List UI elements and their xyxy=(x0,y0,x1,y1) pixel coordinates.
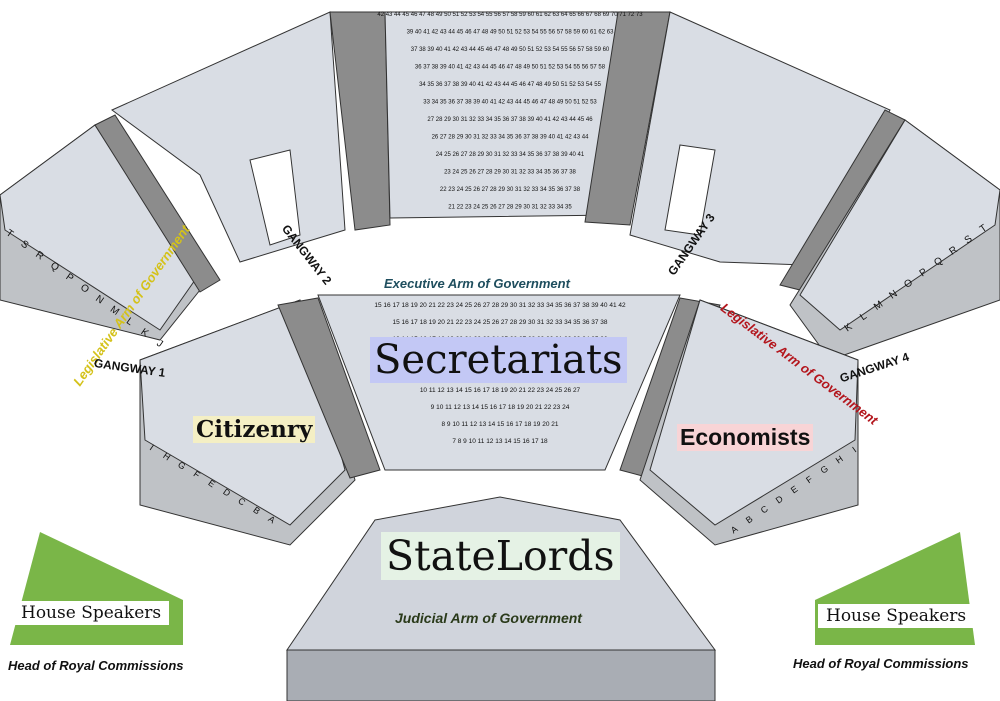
row-letter: L xyxy=(124,316,135,328)
seat-row-upper-center: 22 23 24 25 26 27 28 29 30 31 32 33 34 3… xyxy=(440,187,581,193)
row-letter: A xyxy=(266,514,277,526)
row-letter: C xyxy=(759,503,770,515)
row-letter: I xyxy=(148,443,156,453)
row-letter: I xyxy=(850,445,858,455)
seat-row-lower-center: 9 10 11 12 13 14 15 16 17 18 19 20 21 22… xyxy=(431,404,570,411)
judicial-arm-label: Judicial Arm of Government xyxy=(395,610,582,626)
upper-left-seats-a xyxy=(0,124,196,331)
gangway-2-gap xyxy=(249,149,301,246)
stairs-right-2[interactable] xyxy=(584,11,671,226)
seat-row-upper-center: 23 24 25 26 27 28 29 30 31 32 33 34 35 3… xyxy=(444,170,576,176)
row-letter: D xyxy=(774,493,785,505)
row-letter: D xyxy=(221,487,232,499)
lower-left-seats xyxy=(139,299,346,526)
row-letter: F xyxy=(192,469,203,481)
royal-commissions-right-caption: Head of Royal Commissions xyxy=(793,656,969,671)
row-letter: F xyxy=(804,474,815,486)
row-letter: H xyxy=(161,451,172,463)
seat-row-lower-center: 15 16 17 18 19 20 21 22 23 24 25 26 27 2… xyxy=(392,319,607,326)
seat-row-upper-center: 26 27 28 29 30 31 32 33 34 35 36 37 38 3… xyxy=(432,135,589,141)
executive-arm-label: Executive Arm of Government xyxy=(384,276,570,291)
seat-row-upper-center: 34 35 36 37 38 39 40 41 42 43 44 45 46 4… xyxy=(419,82,601,88)
row-letter: L xyxy=(858,311,869,323)
statelords-label: StateLords xyxy=(381,532,620,580)
upper-right-seats-a xyxy=(799,119,1000,331)
row-letter: H xyxy=(834,454,845,466)
gangway-3-gap xyxy=(664,144,716,236)
row-letter: E xyxy=(206,478,217,490)
row-letter: A xyxy=(729,524,740,536)
row-letter: G xyxy=(176,459,187,471)
seat-row-upper-center: 37 38 39 40 41 42 43 44 45 46 47 48 49 5… xyxy=(411,47,610,53)
secretariats-label: Secretariats xyxy=(370,337,627,383)
economists-label: Economists xyxy=(677,424,814,451)
citizenry-label: Citizenry xyxy=(193,416,316,443)
row-letter: G xyxy=(819,463,830,475)
seat-row-lower-center: 10 11 12 13 14 15 16 17 18 19 20 21 22 2… xyxy=(420,387,581,394)
seat-row-upper-center: 42 43 44 45 46 47 48 49 50 51 52 53 54 5… xyxy=(377,12,643,18)
stairs-left-2[interactable] xyxy=(329,11,391,231)
row-letter: T xyxy=(978,223,989,236)
seat-row-upper-center: 21 22 23 24 25 26 27 28 29 30 31 32 33 3… xyxy=(448,205,572,211)
seat-row-upper-center: 39 40 41 42 43 44 45 46 47 48 49 50 51 5… xyxy=(407,30,615,36)
seat-row-upper-center: 27 28 29 30 31 32 33 34 35 36 37 38 39 4… xyxy=(427,117,593,123)
row-letter: J xyxy=(154,338,164,350)
lower-right-seats xyxy=(649,299,859,526)
row-letter: T xyxy=(4,228,15,241)
stairs-lower-left[interactable] xyxy=(277,297,381,479)
seat-row-upper-center: 33 34 35 36 37 38 39 40 41 42 43 44 45 4… xyxy=(423,100,597,106)
house-speakers-left-label: House Speakers xyxy=(13,601,170,625)
stage-front xyxy=(286,649,716,701)
row-letter: E xyxy=(789,484,800,496)
seat-row-upper-center: 24 25 26 27 28 29 30 31 32 33 34 35 36 3… xyxy=(436,152,585,158)
seat-row-upper-center: 36 37 38 39 40 41 42 43 44 45 46 47 48 4… xyxy=(415,65,606,71)
house-speakers-right-label: House Speakers xyxy=(818,604,975,628)
speaker-left-wedge xyxy=(10,532,183,645)
row-letter: B xyxy=(251,505,262,517)
speaker-right-wedge xyxy=(815,532,975,645)
seat-row-lower-center: 8 9 10 11 12 13 14 15 16 17 18 19 20 21 xyxy=(442,421,559,428)
row-letter: B xyxy=(744,514,755,526)
royal-commissions-left-caption: Head of Royal Commissions xyxy=(8,658,184,673)
row-letter: C xyxy=(236,496,247,508)
seat-row-lower-center: 15 16 17 18 19 20 21 22 23 24 25 26 27 2… xyxy=(374,302,626,309)
stairs-left-1[interactable] xyxy=(94,114,221,293)
seat-row-lower-center: 7 8 9 10 11 12 13 14 15 16 17 18 xyxy=(452,438,548,445)
